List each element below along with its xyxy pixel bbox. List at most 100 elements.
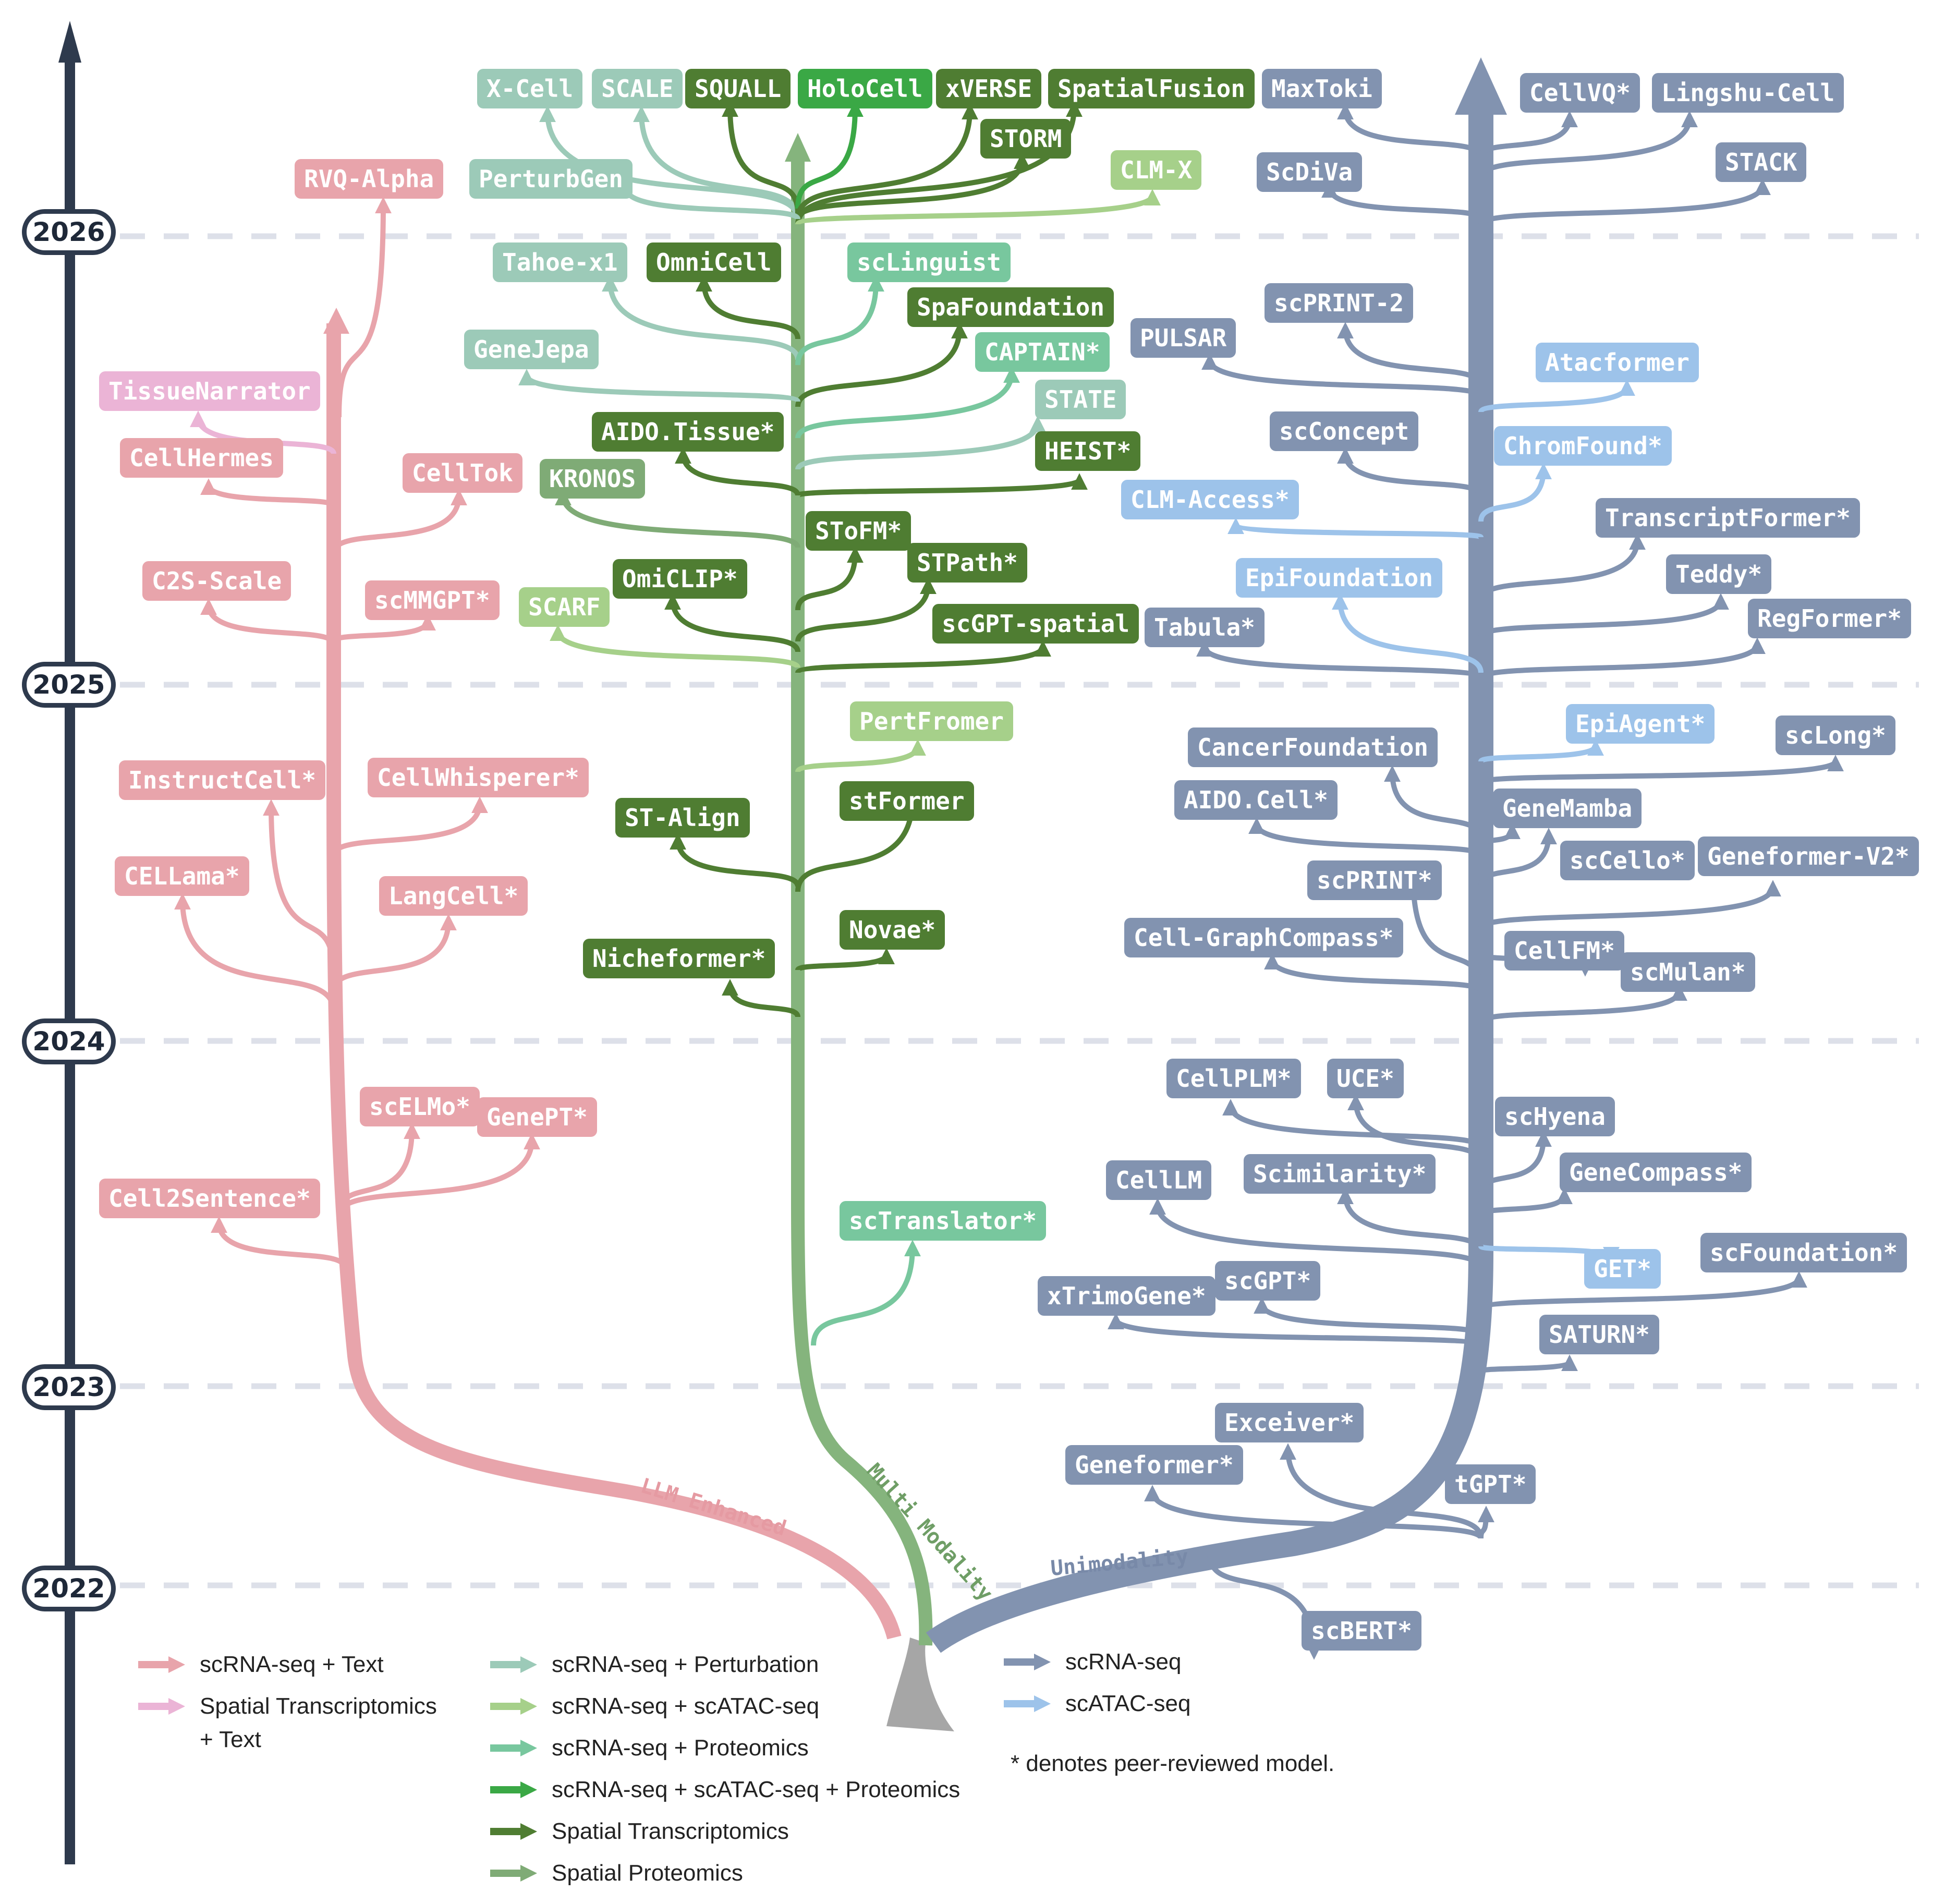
trunk-uni-arrowhead [1455,57,1507,115]
branch-heist [795,473,1088,498]
branch-scgpt [1254,1297,1484,1337]
model-node-clm-access: CLM-Access* [1121,480,1299,519]
legend-arrow-icon [490,1656,537,1673]
branch-teddy [1478,593,1729,638]
branch-scale [633,105,800,220]
legend-arrow-icon [490,1698,537,1715]
branch-cell-graphcompass [1264,953,1484,992]
model-node-scfoundation: scFoundation* [1700,1233,1907,1272]
model-node-state: STATE [1035,380,1126,419]
legend-item-rna-seq: scRNA-seq [1004,1645,1182,1679]
model-node-atacformer: Atacformer [1536,343,1699,382]
branch-clm-x [795,189,1161,227]
model-node-regformer: RegFormer* [1748,599,1911,638]
model-node-stpath: STPath* [907,543,1027,583]
branch-stformer [795,791,921,892]
model-node-saturn: SATURN* [1539,1315,1659,1354]
legend-arrow-icon [490,1740,537,1756]
timeline-arrowhead [58,21,81,63]
branch-atacformer [1478,379,1635,414]
legend-item-atac-seq: scATAC-seq [1004,1687,1190,1720]
model-node-spafoundation: SpaFoundation [907,287,1114,327]
model-node-st-align: ST-Align [615,798,750,838]
legend-item-rna-proteomics: scRNA-seq + Proteomics [490,1731,809,1765]
model-node-scprint-2: scPRINT-2 [1265,283,1414,323]
branch-scgpt-spatial [795,640,1051,675]
model-node-xverse: xVERSE [936,69,1042,108]
branch-c2s-scale [200,598,336,645]
model-node-x-cell: X-Cell [477,69,583,108]
model-node-teddy: Teddy* [1666,554,1772,594]
branch-genejepa [518,369,800,404]
branch-holocell [795,100,864,209]
model-node-tgpt: tGPT* [1445,1464,1536,1504]
branch-nicheformer [722,979,800,1018]
branch-chromfound [1478,463,1552,522]
branch-stack [1478,178,1771,226]
branch-lingshu-cell [1478,111,1698,178]
year-marker-2022: 2022 [22,1566,116,1611]
model-node-stformer: stFormer [840,781,974,821]
branch-celllm [1149,1198,1484,1268]
model-node-cellvq: CellVQ* [1520,73,1640,113]
model-node-scgpt-spatial: scGPT-spatial [932,604,1139,644]
model-node-celllm: CellLM [1106,1160,1212,1200]
branch-clm-access [1227,517,1484,540]
model-node-kronos: KRONOS [540,459,646,499]
legend-arrow-icon [1004,1695,1051,1712]
year-marker-2025: 2025 [22,662,116,708]
branch-transcriptformer [1478,533,1646,601]
legend-arrow-icon [490,1781,537,1798]
branch-scelmo [336,1122,420,1216]
branch-celltok [331,489,467,553]
branch-scimilarity [1337,1187,1484,1253]
trunk-llm-arrowhead [323,308,349,334]
legend-label: Spatial Proteomics [552,1860,743,1886]
model-node-cell2sentence: Cell2Sentence* [99,1179,320,1218]
model-node-spatialfusion: SpatialFusion [1048,69,1255,108]
branch-scprint [1405,869,1484,991]
legend-label: Spatial Transcriptomics + Text [200,1693,437,1752]
legend-item-spatial-proteomics: Spatial Proteomics [490,1857,743,1890]
model-node-chromfound: ChromFound* [1494,426,1672,466]
branch-rvq-alpha [336,197,392,418]
branch-cellhermes [200,478,336,507]
model-node-genejepa: GeneJepa [464,330,599,369]
model-node-get: GET* [1584,1249,1661,1289]
branch-stofm [795,546,864,611]
model-node-novae: Novae* [840,910,945,950]
legend-label: scRNA-seq + Proteomics [552,1735,809,1761]
branch-scfoundation [1478,1271,1807,1312]
model-node-cellama: CELLama* [115,856,249,896]
model-node-exceiver: Exceiver* [1215,1403,1364,1442]
branch-tgpt [1477,1506,1494,1539]
legend-item-spatial-text: Spatial Transcriptomics + Text [138,1690,437,1756]
model-node-scarf: SCARF [519,587,610,627]
branch-spafoundation [795,322,968,407]
model-node-tissuenarrator: TissueNarrator [99,371,320,411]
model-node-scelmo: scELMo* [360,1087,480,1126]
branch-perturbgen [617,181,800,221]
model-node-c2s-scale: C2S-Scale [142,561,291,601]
branch-novae [795,948,895,973]
branch-scdiva [1321,181,1484,221]
model-node-perturbgen: PerturbGen [469,159,633,199]
branch-scconcept [1337,447,1484,496]
branch-cell2sentence [211,1216,347,1268]
model-node-instructcell: InstructCell* [119,760,326,800]
model-node-cellhermes: CellHermes [120,438,283,478]
model-node-tahoe-x1: Tahoe-x1 [493,242,627,282]
model-node-lingshu-cell: Lingshu-Cell [1652,73,1844,113]
legend-label: scATAC-seq [1065,1691,1191,1716]
branch-omiclip [664,593,800,653]
model-node-captain: CAPTAIN* [975,332,1110,372]
model-node-omiclip: OmiCLIP* [613,559,747,599]
model-node-cell-graphcompass: Cell-GraphCompass* [1124,918,1403,957]
branch-stpath [795,577,937,642]
model-node-uce: UCE* [1327,1059,1404,1098]
branch-storm [795,152,1030,220]
model-node-genecompass: GeneCompass* [1560,1153,1752,1192]
model-node-maxtoki: MaxToki [1262,69,1382,108]
model-node-schyena: scHyena [1495,1097,1615,1136]
model-node-aido-cell: AIDO.Cell* [1174,780,1338,820]
